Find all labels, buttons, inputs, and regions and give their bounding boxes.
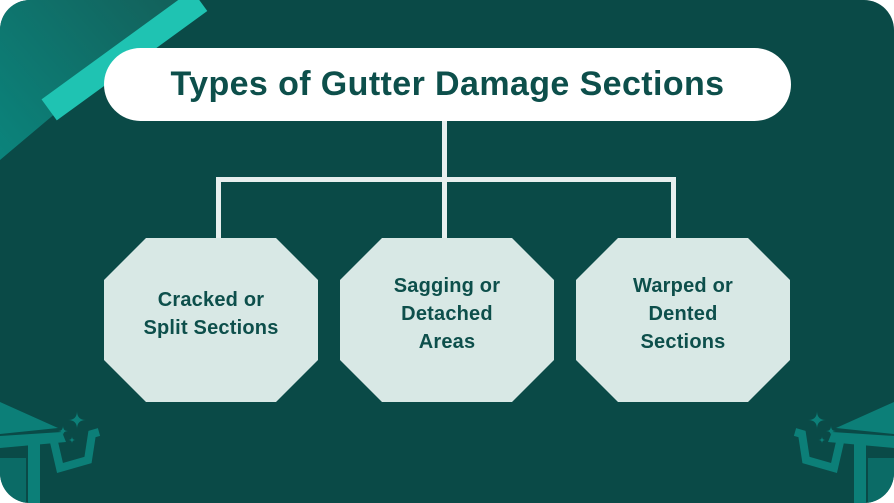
node-sagging-or-detached-areas: Sagging or Detached Areas — [340, 238, 554, 402]
title-banner: Types of Gutter Damage Sections — [104, 48, 791, 121]
node-label: Warped or Dented Sections — [633, 275, 733, 353]
node-label: Sagging or Detached Areas — [393, 275, 501, 353]
node-cracked-or-split-sections: Cracked or Split Sections — [104, 238, 318, 402]
connector-drop-left — [216, 177, 221, 239]
gutter-sparkle-icon — [734, 388, 894, 503]
page-title: Types of Gutter Damage Sections — [170, 65, 725, 103]
connector-drop-right — [671, 177, 676, 239]
connector-drop-center — [442, 177, 447, 239]
gutter-sparkle-icon — [0, 388, 160, 503]
node-warped-or-dented-sections: Warped or Dented Sections — [576, 238, 790, 402]
node-label: Cracked or Split Sections — [143, 289, 279, 339]
connector-stem — [442, 119, 447, 182]
